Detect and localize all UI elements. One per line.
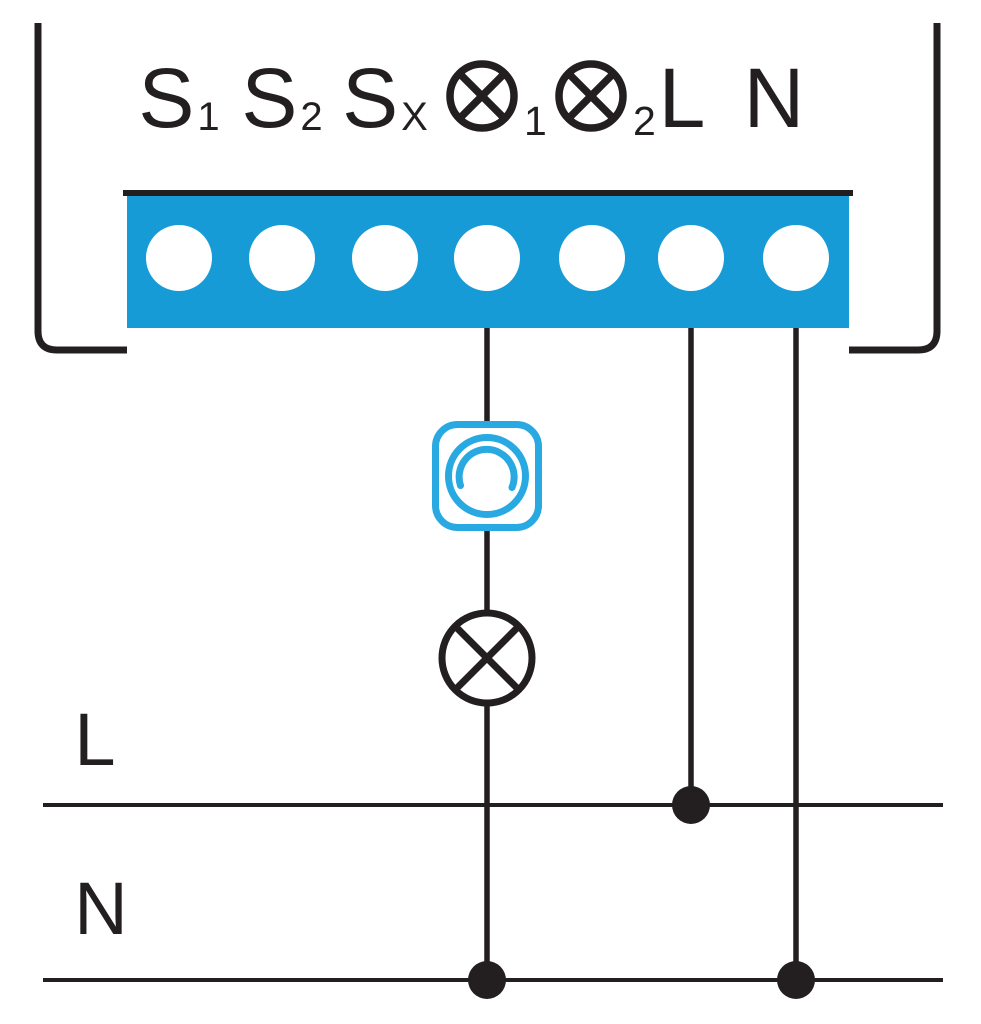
dimmer-icon-dial-arc [455, 445, 518, 491]
device-outline-right [849, 23, 941, 354]
lamp-load-icon [438, 609, 536, 707]
bus-label-neutral: N [74, 867, 128, 950]
terminal-label-s1-main: S [138, 51, 195, 145]
junction-dot-lamp-neutral [468, 961, 506, 999]
terminal-label-live-main: L [658, 51, 706, 145]
terminal-hole-live [658, 225, 724, 291]
terminal-label-neutral-main: N [743, 51, 805, 145]
junction-dot-live [672, 786, 710, 824]
terminal-hole-neutral [763, 225, 829, 291]
terminal-hole-sx [352, 225, 418, 291]
terminal-label-s2: S2 [241, 56, 322, 140]
dimmer-knob-icon [432, 421, 542, 531]
junction-dot-neutral [777, 961, 815, 999]
terminal-hole-lamp1 [454, 225, 520, 291]
terminal-label-s1: S1 [138, 56, 219, 140]
terminal-label-sx-main: S [342, 51, 399, 145]
terminal-label-neutral: N [744, 56, 805, 140]
lamp-label-1-sub: 1 [524, 98, 547, 144]
terminal-hole-s1 [146, 225, 212, 291]
lamp-symbol-1-icon [446, 60, 518, 132]
terminal-hole-s2 [249, 225, 315, 291]
terminal-label-sx-sub: X [401, 95, 428, 139]
terminal-label-sx: SX [342, 56, 428, 140]
terminal-label-s2-sub: 2 [300, 95, 323, 139]
lamp-symbol-2-icon [555, 60, 627, 132]
lamp-load-cross-2 [452, 623, 522, 693]
dimmer-icon-ring [445, 434, 529, 518]
terminal-hole-lamp2 [559, 225, 625, 291]
bus-label-live: L [74, 698, 116, 781]
device-outline-left [34, 23, 127, 354]
terminal-label-live: L [659, 56, 706, 140]
lamp-label-2-sub: 2 [633, 98, 656, 144]
terminal-label-s1-sub: 1 [197, 95, 220, 139]
terminal-label-s2-main: S [241, 51, 298, 145]
